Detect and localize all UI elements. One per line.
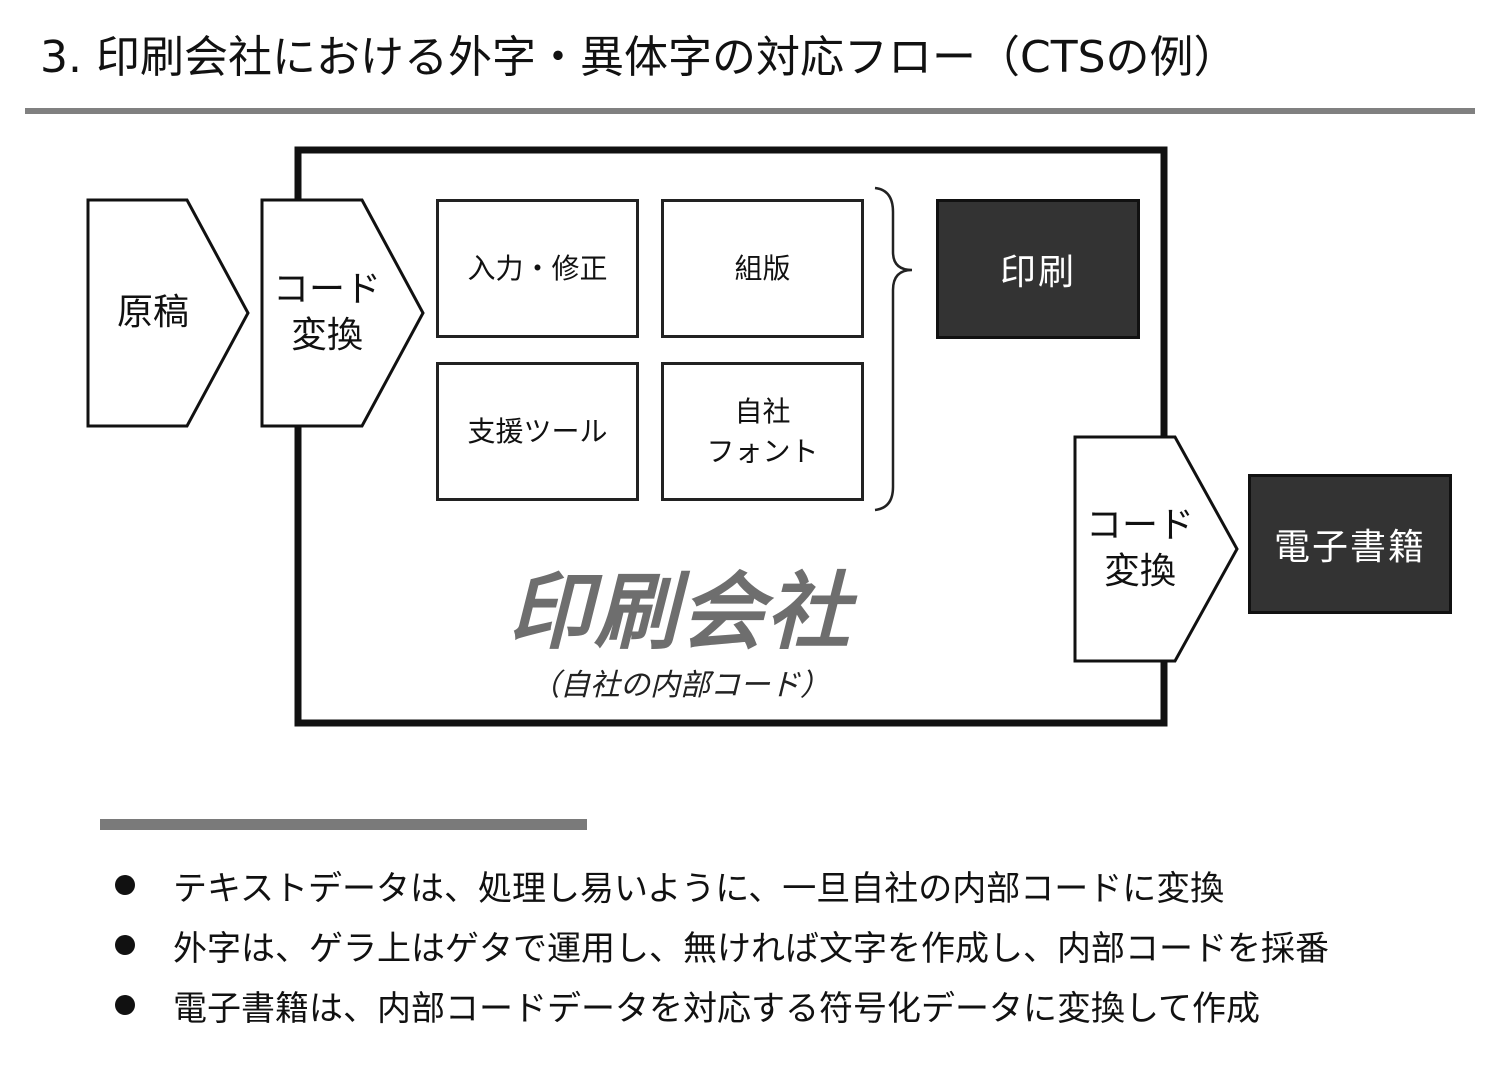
task-typesetting: 組版 [661,199,864,338]
bullet-item: 電子書籍は、内部コードデータを対応する符号化データに変換して作成 [115,975,1329,1035]
code-convert-in-label: コード 変換 [262,200,392,426]
company-label: 印刷会社 [507,563,852,661]
task-typesetting-label: 組版 [734,251,791,285]
task-input-edit-label: 入力・修正 [467,251,608,285]
source-label: 原稿 [88,200,218,426]
bullet-dot-icon [115,995,135,1015]
bullet-list: テキストデータは、処理し易いように、一旦自社の内部コードに変換 外字は、ゲラ上は… [115,855,1329,1035]
bullet-text: テキストデータは、処理し易いように、一旦自社の内部コードに変換 [173,868,1225,909]
task-own-font: 自社 フォント [661,362,864,501]
bullet-item: 外字は、ゲラ上はゲタで運用し、無ければ文字を作成し、内部コードを採番 [115,915,1329,975]
code-convert-in-line2: 変換 [290,315,363,356]
title-divider [25,108,1475,114]
ebook-output: 電子書籍 [1248,474,1452,614]
code-convert-out-line2: 変換 [1103,551,1176,592]
code-convert-out-label: コード 変換 [1075,437,1205,661]
section-divider [100,819,587,830]
task-own-font-line1: 自社 [734,394,791,428]
task-support-tools: 支援ツール [436,362,639,501]
code-convert-in-line1: コード [272,269,381,310]
task-input-edit: 入力・修正 [436,199,639,338]
task-own-font-line2: フォント [706,434,819,468]
print-output-label: 印刷 [999,252,1076,293]
source-text: 原稿 [116,292,189,333]
bullet-text: 電子書籍は、内部コードデータを対応する符号化データに変換して作成 [173,988,1260,1029]
bullet-dot-icon [115,875,135,895]
bullet-text: 外字は、ゲラ上はゲタで運用し、無ければ文字を作成し、内部コードを採番 [173,928,1329,969]
ebook-output-label: 電子書籍 [1273,527,1426,568]
bullet-dot-icon [115,935,135,955]
code-convert-out-line1: コード [1085,505,1194,546]
task-group-brace [874,186,913,512]
code-convert-out-arrow-shape [1073,435,1239,663]
task-support-tools-label: 支援ツール [467,414,608,448]
source-arrow-shape [86,198,250,428]
page-title: 3. 印刷会社における外字・異体字の対応フロー（CTSの例） [40,32,1238,83]
company-sub-label: （自社の内部コード） [530,668,830,703]
print-output: 印刷 [936,199,1140,339]
bullet-item: テキストデータは、処理し易いように、一旦自社の内部コードに変換 [115,855,1329,915]
code-convert-in-arrow-shape [260,198,425,428]
